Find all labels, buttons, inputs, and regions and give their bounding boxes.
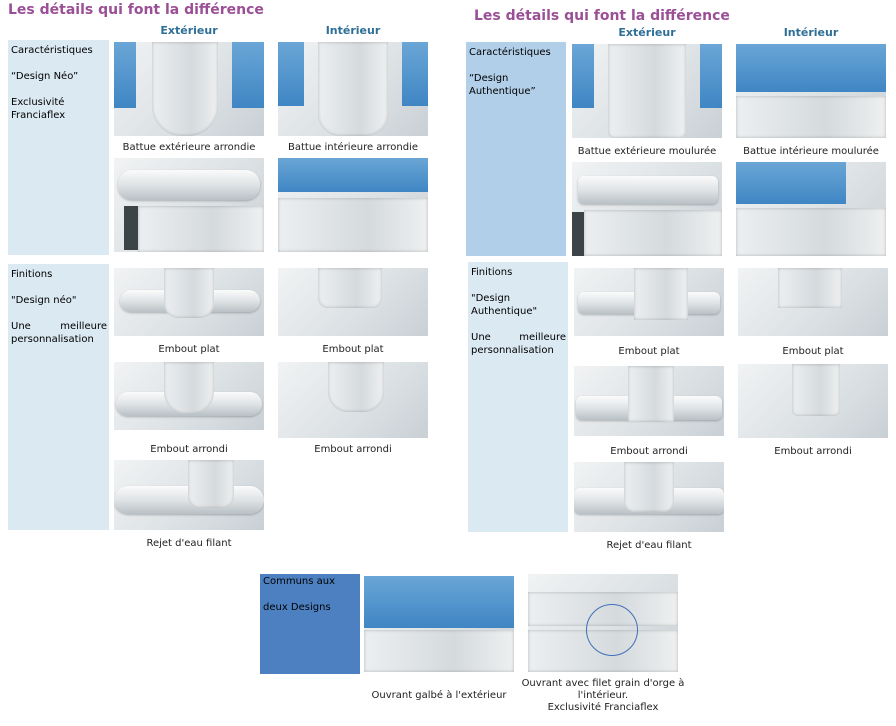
left-finishes-panel: Finitions "Design néo" Une meilleure per… [8, 264, 109, 530]
photo-ext-round-end [114, 362, 264, 430]
caption-int-round-end-right: Embout arrondi [774, 446, 852, 457]
caption-curved-sash: Ouvrant galbé à l'extérieur [371, 690, 507, 701]
finishes-design: "Design Authentique" [471, 293, 538, 317]
photo-int-round-end [278, 362, 428, 438]
finishes-design: "Design néo" [11, 295, 77, 306]
left-title: Les détails qui font la différence [8, 2, 264, 18]
photo-drip-molded [574, 462, 724, 532]
design-label: “Design Néo” [11, 71, 79, 82]
photo-int-profile-molded [736, 162, 886, 256]
caption-int-round-end: Embout arrondi [314, 444, 392, 455]
right-col-exterior: Extérieur [618, 26, 676, 39]
photo-ext-profile [114, 158, 264, 252]
photo-drip [114, 460, 264, 530]
common-panel: Communs aux deux Designs [260, 574, 360, 674]
photo-curved-sash [364, 576, 514, 672]
photo-int-round-end-molded [738, 364, 888, 438]
finishes-personal-1: Une meilleure [471, 332, 566, 343]
photo-int-flat-molded [738, 268, 888, 336]
caption-grain-fillet: Ouvrant avec filet grain d'orge à l'inté… [520, 678, 686, 714]
photo-ext-flat-molded [574, 268, 724, 336]
photo-int-flat [278, 268, 428, 336]
caption-ext-round-end: Embout arrondi [150, 444, 228, 455]
common-line-2: deux Designs [263, 602, 331, 613]
finishes-heading: Finitions [471, 267, 513, 278]
caption-ext-round-end-right: Embout arrondi [610, 446, 688, 457]
caption-ext-flat-right: Embout plat [618, 346, 680, 357]
photo-int-profile [278, 158, 428, 252]
grain-highlight-circle [586, 604, 638, 656]
caption-grain-line-3: Exclusivité Franciaflex [547, 702, 659, 713]
finishes-personal-2: personnalisation [471, 345, 554, 356]
right-col-interior: Intérieur [783, 26, 839, 39]
left-col-interior: Intérieur [325, 24, 381, 37]
caption-grain-line-1: Ouvrant avec filet grain d'orge à [521, 678, 685, 689]
finishes-personal-1: Une meilleure [11, 321, 107, 332]
caption-drip-right: Rejet d'eau filant [606, 540, 692, 551]
caption-int-flat: Embout plat [322, 344, 384, 355]
caption-ext-rounded: Battue extérieure arrondie [122, 142, 256, 153]
right-title: Les détails qui font la différence [474, 8, 730, 24]
left-col-exterior: Extérieur [160, 24, 218, 37]
photo-int-rounded [278, 42, 428, 136]
photo-ext-molded [572, 44, 722, 138]
photo-ext-profile-molded [572, 162, 722, 256]
right-finishes-panel: Finitions "Design Authentique" Une meill… [468, 262, 568, 532]
caption-int-molded: Battue intérieure moulurée [743, 146, 879, 157]
photo-int-molded [736, 44, 886, 138]
caption-ext-molded: Battue extérieure moulurée [577, 146, 717, 157]
right-characteristics-panel: Caractéristiques “Design Authentique” [466, 42, 566, 256]
characteristics-heading: Caractéristiques [11, 45, 93, 56]
caption-ext-flat: Embout plat [158, 344, 220, 355]
exclusivity-label: Exclusivité Franciaflex [11, 97, 66, 121]
design-label: “Design Authentique” [469, 73, 536, 97]
caption-grain-line-2: l'intérieur. [577, 690, 629, 701]
characteristics-heading: Caractéristiques [469, 47, 551, 58]
caption-int-rounded: Battue intérieure arrondie [288, 142, 418, 153]
photo-ext-rounded [114, 42, 264, 136]
photo-ext-round-end-molded [574, 366, 724, 436]
photo-grain-fillet [528, 574, 678, 672]
finishes-heading: Finitions [11, 269, 53, 280]
finishes-personal-2: personnalisation [11, 334, 94, 345]
common-line-1: Communs aux [263, 576, 336, 587]
caption-drip: Rejet d'eau filant [146, 538, 232, 549]
left-characteristics-panel: Caractéristiques “Design Néo” Exclusivit… [8, 40, 109, 255]
photo-ext-flat [114, 268, 264, 336]
caption-int-flat-right: Embout plat [782, 346, 844, 357]
